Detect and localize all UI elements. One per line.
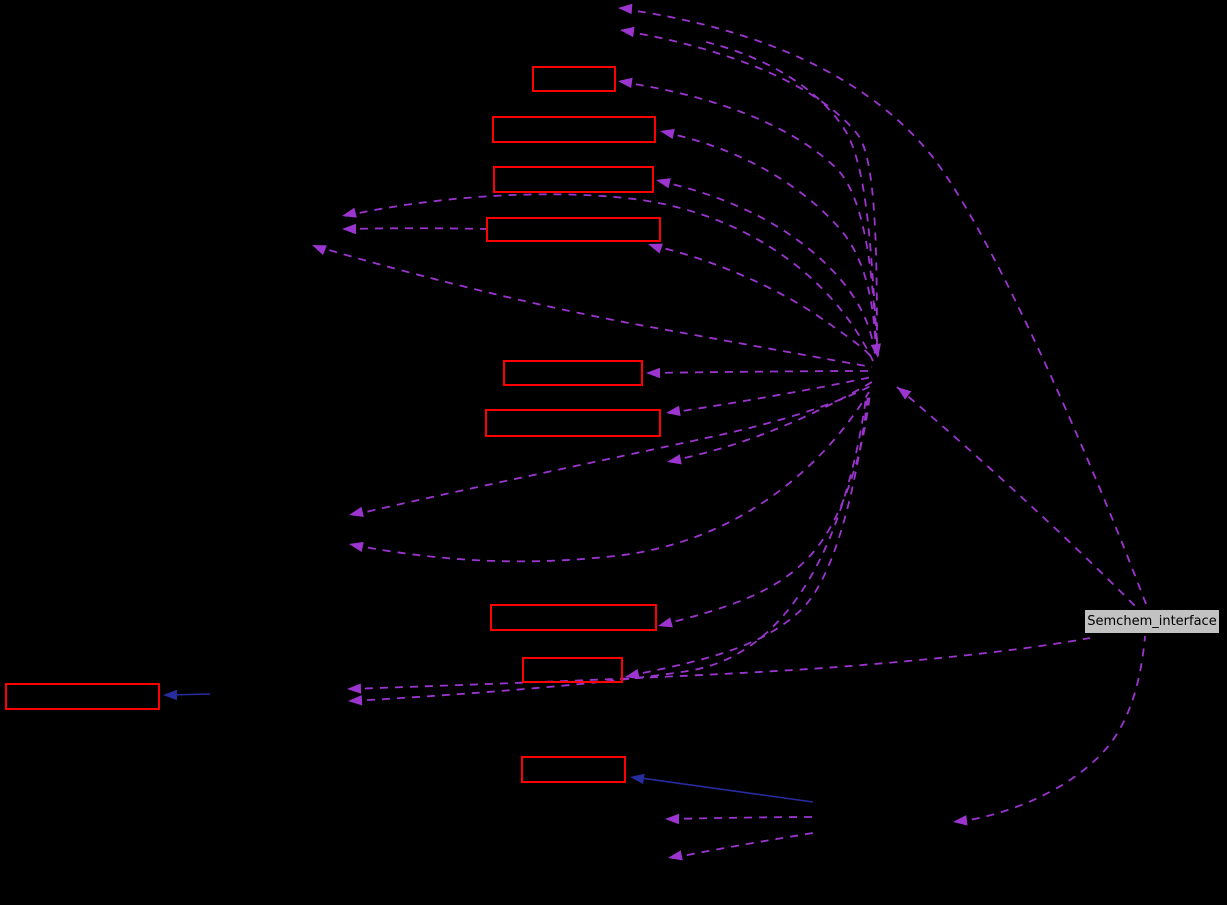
arrowhead-icon bbox=[620, 26, 635, 38]
usage-edge bbox=[956, 635, 1146, 823]
arrowhead-icon bbox=[618, 3, 633, 15]
class-node-node-row3[interactable] bbox=[493, 166, 654, 193]
usage-edge bbox=[627, 394, 869, 677]
node-semchem-interface[interactable]: Semchem_interface bbox=[1084, 609, 1220, 634]
usage-edge bbox=[352, 385, 872, 516]
usage-edge bbox=[668, 816, 814, 820]
class-node-node-low2[interactable] bbox=[522, 657, 623, 683]
arrowhead-icon bbox=[646, 367, 660, 379]
usage-edge bbox=[896, 386, 1139, 610]
arrowhead-icon bbox=[349, 541, 364, 552]
usage-edge bbox=[349, 637, 1091, 690]
arrowhead-icon bbox=[618, 77, 633, 89]
usage-edge bbox=[660, 392, 871, 626]
usage-edge bbox=[344, 227, 487, 230]
usage-edge bbox=[352, 391, 870, 563]
inheritance-edge bbox=[633, 776, 814, 803]
arrowhead-icon bbox=[625, 669, 640, 680]
usage-edge bbox=[622, 8, 1147, 605]
arrowhead-icon bbox=[656, 178, 671, 189]
usage-edge bbox=[669, 381, 873, 462]
arrowhead-icon bbox=[163, 689, 177, 701]
arrowhead-icon bbox=[347, 683, 362, 694]
usage-edge bbox=[620, 81, 877, 352]
arrowhead-icon bbox=[658, 617, 673, 628]
class-node-node-row4[interactable] bbox=[486, 217, 661, 242]
arrowhead-icon bbox=[349, 506, 364, 517]
usage-edge bbox=[650, 244, 874, 360]
arrowhead-icon bbox=[953, 815, 968, 826]
arrowhead-icon bbox=[667, 454, 682, 465]
arrowhead-icon bbox=[668, 850, 683, 861]
arrowhead-icon bbox=[870, 343, 881, 358]
usage-edge bbox=[314, 245, 873, 368]
arrowhead-icon bbox=[648, 243, 663, 254]
class-node-node-bottom-center[interactable] bbox=[521, 756, 626, 783]
class-node-node-mid1[interactable] bbox=[503, 360, 643, 386]
class-node-node-row2[interactable] bbox=[492, 116, 656, 143]
usage-edge bbox=[624, 30, 878, 350]
usage-edge bbox=[668, 376, 873, 414]
arrowhead-icon bbox=[666, 405, 681, 416]
arrowhead-icon bbox=[342, 207, 357, 218]
arrowhead-icon bbox=[312, 245, 327, 256]
usage-edge bbox=[705, 41, 879, 357]
usage-edge bbox=[671, 832, 814, 859]
class-node-node-mid2[interactable] bbox=[485, 409, 661, 437]
class-node-node-top-small[interactable] bbox=[532, 66, 616, 92]
arrowhead-icon bbox=[660, 128, 675, 139]
usage-edge bbox=[344, 193, 874, 362]
usage-edge bbox=[351, 397, 867, 702]
arrowhead-icon bbox=[342, 223, 356, 235]
arrowhead-icon bbox=[348, 695, 363, 706]
usage-edge bbox=[649, 370, 874, 374]
arrowhead-icon bbox=[665, 813, 679, 825]
arrowhead-icon bbox=[630, 773, 645, 785]
usage-edge bbox=[658, 180, 876, 355]
usage-edge bbox=[662, 131, 877, 353]
class-node-node-low1[interactable] bbox=[490, 604, 657, 631]
class-node-node-left-bottom[interactable] bbox=[5, 683, 160, 710]
arrowhead-icon bbox=[897, 387, 912, 400]
